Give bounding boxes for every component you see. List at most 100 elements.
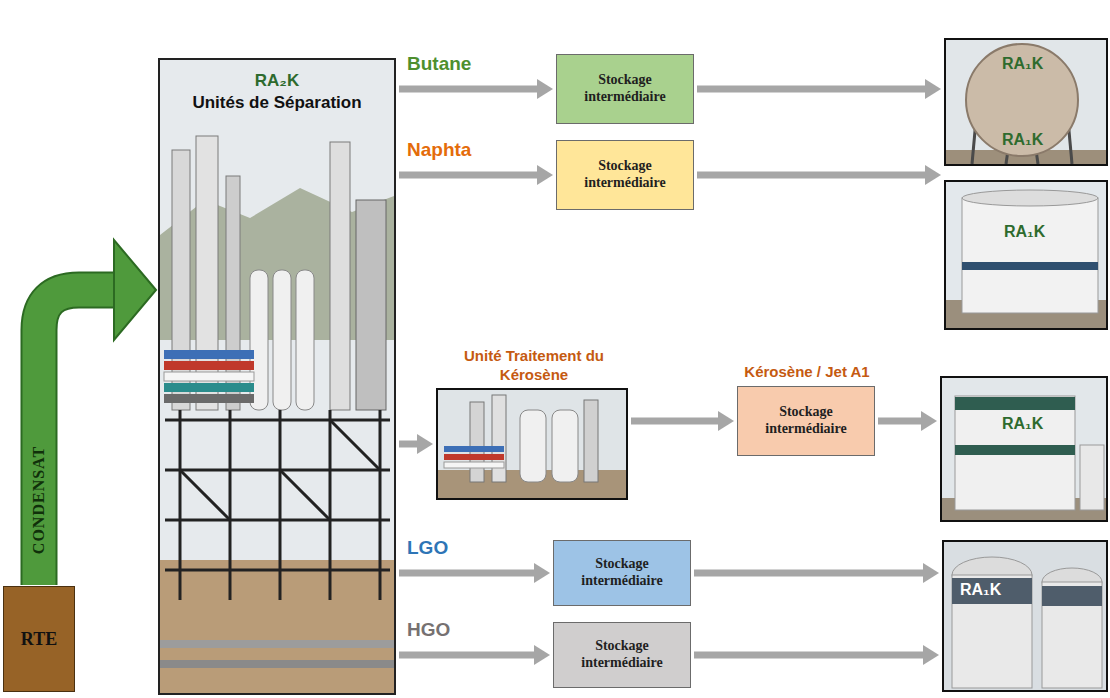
gasoil-tank-photo-part — [952, 578, 1032, 604]
arrow-head — [537, 165, 553, 185]
flow-arrow — [697, 79, 941, 99]
open-tank-photo-part — [946, 182, 1106, 328]
storage-box: Stockage intermédiaire — [556, 140, 694, 210]
open-tank-photo — [946, 182, 1106, 328]
treatment-unit-photo — [438, 390, 626, 498]
storage-box: Stockage intermédiaire — [553, 540, 691, 606]
treatment-unit-photo-part — [438, 390, 626, 498]
refinery-photo-part — [165, 410, 390, 600]
treatment-unit-photo-part — [444, 446, 504, 452]
arrow-shaft — [399, 172, 538, 179]
flow-arrow — [399, 434, 433, 454]
flow-arrow — [697, 165, 941, 185]
refinery-photo-part — [296, 270, 314, 410]
arrow-head — [534, 645, 550, 665]
gasoil-tank-photo-part — [1042, 582, 1102, 688]
flow-label: Naphta — [407, 139, 471, 161]
refinery-photo-part — [273, 270, 291, 410]
kerosene-tank-photo-part — [955, 445, 1075, 455]
tank-photo: RA₁K — [940, 376, 1108, 522]
treatment-unit-photo-part — [444, 454, 504, 460]
arrow-head — [534, 563, 550, 583]
open-tank-photo-part — [962, 190, 1098, 206]
gasoil-tank-photo — [944, 542, 1106, 690]
refinery-photo-part-part — [165, 569, 390, 572]
treatment-unit-photo-part — [470, 402, 484, 482]
source-label: RTE — [21, 629, 57, 650]
flow-arrow — [694, 645, 939, 665]
flow-arrow — [399, 645, 550, 665]
sphere-tank-photo-part — [946, 40, 1106, 164]
arrow-head — [718, 411, 734, 431]
refinery-photo-part-part — [280, 470, 330, 520]
arrow-head — [925, 79, 941, 99]
storage-box: Stockage intermédiaire — [553, 622, 691, 688]
refinery-photo-part-part — [330, 420, 380, 470]
sphere-tank-photo-part — [966, 44, 1078, 156]
gasoil-tank-photo-part — [944, 542, 1106, 690]
arrow-head — [417, 434, 433, 454]
arrow-head — [923, 563, 939, 583]
condensate-arrow — [39, 240, 156, 585]
kerosene-tank-photo — [942, 378, 1106, 520]
arrow-shaft — [399, 570, 535, 577]
storage-label: Stockage intermédiaire — [562, 638, 682, 672]
treatment-unit-photo-part — [584, 400, 598, 482]
arrow-shaft — [399, 652, 535, 659]
arrow-head — [537, 79, 553, 99]
arrow-shaft — [39, 290, 116, 585]
flow-label: Butane — [407, 53, 471, 75]
flow-label: CONDENSAT — [30, 446, 48, 554]
refinery-photo-part — [164, 372, 254, 381]
kerosene-tank-photo-part — [942, 378, 1106, 520]
tank-photo: RA₁K — [944, 180, 1108, 330]
refinery-photo-part-part — [165, 519, 390, 522]
kerosene-tank-photo-part — [1080, 445, 1104, 510]
open-tank-photo-part — [962, 262, 1098, 270]
open-tank-photo-part — [962, 198, 1098, 313]
arrow-head — [923, 645, 939, 665]
treatment-unit-photo-part — [520, 410, 546, 482]
flow-arrow — [399, 165, 553, 185]
arrow-shaft — [694, 570, 924, 577]
storage-box: Kérosène / Jet A1Stockage intermédiaire — [737, 386, 875, 456]
flow-arrow — [631, 411, 734, 431]
flow-arrow — [878, 411, 937, 431]
arrow-shaft — [399, 86, 538, 93]
gasoil-tank-photo-part — [952, 575, 1032, 688]
arrow-head — [921, 411, 937, 431]
arrow-head — [925, 165, 941, 185]
refinery-photo-part — [172, 150, 190, 410]
kerosene-tank-photo-part — [955, 397, 1075, 410]
storage-label: Stockage intermédiaire — [746, 404, 866, 438]
treatment-unit-photo-box: Unité Traitement du Kérosène — [436, 388, 628, 500]
treatment-unit-photo-part — [492, 395, 506, 482]
storage-label: Stockage intermédiaire — [565, 158, 685, 192]
sphere-tank-photo — [946, 40, 1106, 164]
arrow-shaft — [697, 172, 926, 179]
tank-photo: RA₁K RA₁K — [944, 38, 1108, 166]
refinery-photo-part-part — [180, 470, 230, 520]
treatment-unit-photo-part — [552, 410, 578, 482]
refinery-photo-part-part — [165, 419, 390, 422]
unit-code: RA₂K — [255, 70, 299, 92]
tank-marking: RA₁K — [1002, 130, 1043, 149]
storage-label: Stockage intermédiaire — [565, 72, 685, 106]
refinery-photo-part — [160, 640, 394, 648]
tank-marking: RA₁K — [960, 580, 1001, 599]
gasoil-tank-photo-part — [1042, 586, 1102, 606]
refinery-photo-part — [330, 142, 350, 410]
arrow-shaft — [694, 652, 924, 659]
unit-title: Unités de Séparation — [192, 92, 361, 114]
refinery-photo-part — [356, 200, 386, 410]
tank-marking: RA₁K — [1002, 54, 1043, 73]
refinery-photo-part — [164, 350, 254, 359]
refinery-photo-part — [164, 361, 254, 370]
flow-arrow — [399, 563, 550, 583]
flow-label: LGO — [407, 537, 448, 559]
kerosene-tank-photo-part — [955, 396, 1075, 510]
flow-arrow — [399, 79, 553, 99]
tank-marking: RA₁K — [1004, 222, 1045, 241]
